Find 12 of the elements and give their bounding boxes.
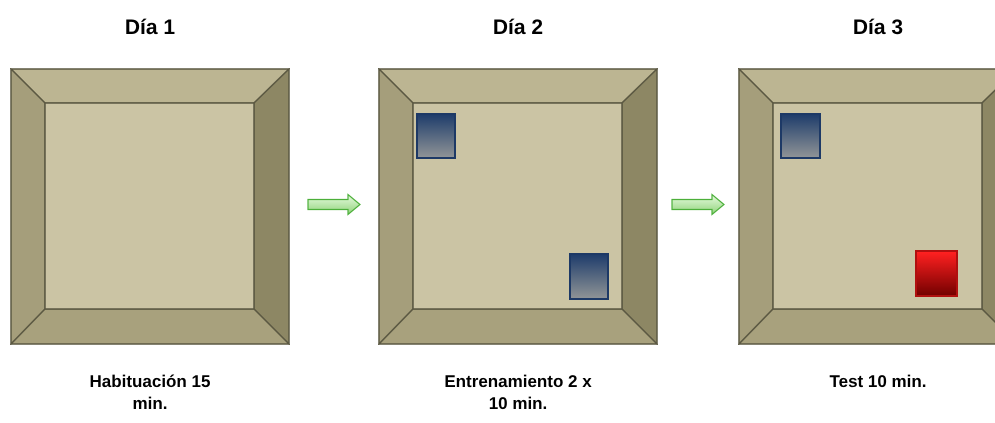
session-caption: Entrenamiento 2 x 10 min. — [443, 371, 593, 415]
session-caption: Test 10 min. — [828, 371, 928, 393]
arrow — [307, 193, 361, 216]
object-block — [416, 113, 456, 159]
day-heading: Día 1 — [124, 16, 176, 40]
object-block — [780, 113, 821, 159]
day-heading: Día 2 — [492, 16, 544, 40]
object-block — [569, 253, 609, 300]
session-caption: Habituación 15 min. — [88, 371, 212, 415]
day-heading: Día 3 — [852, 16, 904, 40]
arrow — [671, 193, 725, 216]
object-block — [915, 250, 958, 297]
